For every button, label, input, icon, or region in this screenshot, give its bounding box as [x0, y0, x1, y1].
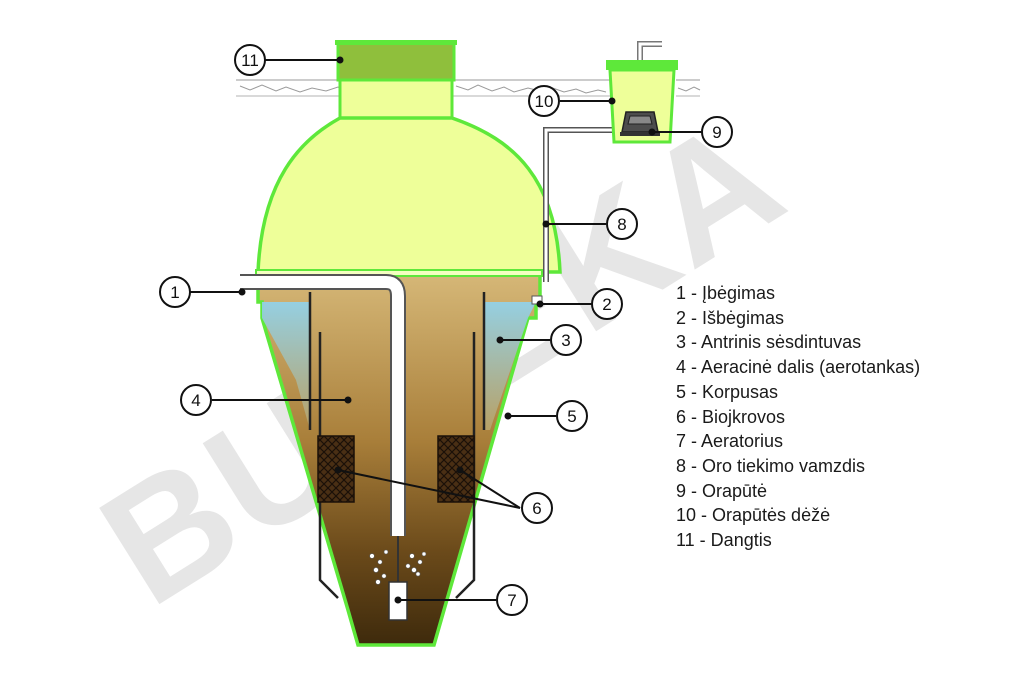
legend: 1 - Įbėgimas 2 - Išbėgimas 3 - Antrinis … [676, 281, 920, 553]
partition-walls [308, 292, 486, 599]
blower-vent-pipe [637, 41, 662, 62]
legend-item: 3 - Antrinis sėsdintuvas [676, 332, 862, 353]
callout-11: 11 [234, 44, 266, 76]
callout-10: 10 [528, 85, 560, 117]
tank-lid [336, 40, 456, 82]
water-right [484, 302, 536, 430]
svg-text:8: 8 [617, 215, 626, 234]
legend-item: 4 - Aeracinė dalis (aerotankas) [676, 357, 921, 378]
svg-text:7: 7 [507, 591, 516, 610]
svg-text:11: 11 [241, 51, 259, 70]
blower [620, 111, 660, 136]
callout-8: 8 [606, 208, 638, 240]
callout-5: 5 [556, 400, 588, 432]
svg-text:4: 4 [191, 391, 200, 410]
callout-6: 6 [521, 492, 553, 524]
legend-item: 9 - Orapūtė [676, 480, 768, 501]
callout-2: 2 [591, 288, 623, 320]
callout-1: 1 [159, 276, 191, 308]
water-left [262, 302, 310, 430]
leader-lines [190, 59, 702, 601]
svg-text:10: 10 [535, 92, 554, 111]
callout-9: 9 [701, 116, 733, 148]
callout-3: 3 [550, 324, 582, 356]
legend-item: 5 - Korpusas [676, 381, 779, 402]
legend-item: 2 - Išbėgimas [676, 307, 785, 328]
svg-text:5: 5 [567, 407, 576, 426]
callout-4: 4 [180, 384, 212, 416]
tank-dome [256, 116, 562, 274]
svg-text:9: 9 [712, 123, 721, 142]
air-bubbles [369, 549, 427, 585]
svg-text:6: 6 [532, 499, 541, 518]
leader-dots [238, 56, 656, 604]
legend-item: 7 - Aeratorius [676, 431, 784, 452]
tank-riser [338, 78, 454, 122]
svg-text:2: 2 [602, 295, 611, 314]
legend-item: 1 - Įbėgimas [676, 283, 776, 303]
svg-text:3: 3 [561, 331, 570, 350]
legend-item: 10 - Orapūtės dėžė [676, 505, 831, 526]
legend-item: 11 - Dangtis [676, 530, 772, 551]
biofill-right [437, 435, 475, 503]
legend-item: 6 - Biojkrovos [676, 406, 786, 427]
callout-7: 7 [496, 584, 528, 616]
legend-item: 8 - Oro tiekimo vamzdis [676, 455, 866, 476]
svg-text:1: 1 [170, 283, 179, 302]
